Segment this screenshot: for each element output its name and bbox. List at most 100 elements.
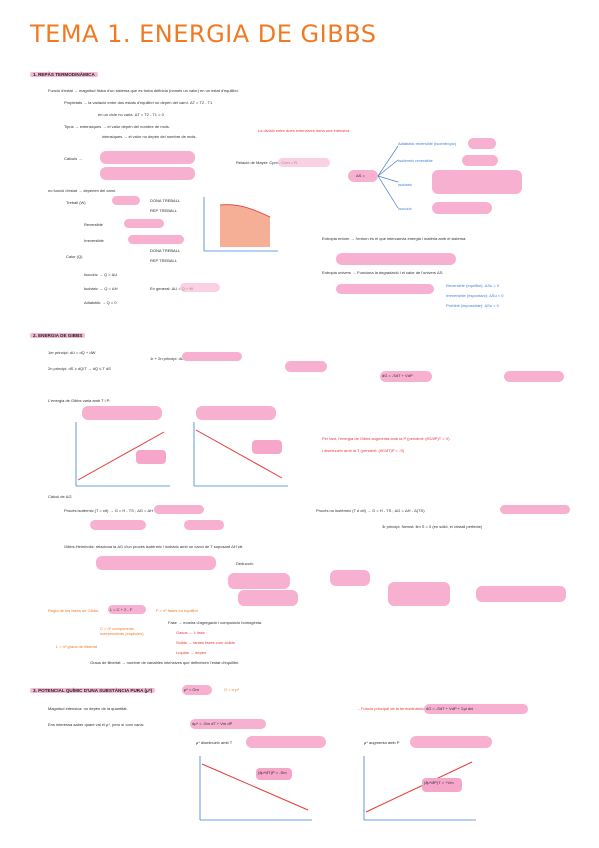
deduccio-step-2 <box>330 570 370 586</box>
isocoric-s-label: Isocòric <box>398 206 412 211</box>
tipus-text: Tipus → extensiques → el valor depèn del… <box>64 124 170 129</box>
funcio-principal: → Funció principal de la termodinàmica <box>356 706 427 711</box>
f-def: F = nº fases en equilibri <box>156 608 198 613</box>
pendent-p: (∂μ*/∂P)T = +Vm <box>424 780 454 785</box>
divisio-note: La divisió entre dues extensives dona un… <box>258 128 350 133</box>
proces-no-isoterm: Procés no isotèrmic (T ≠ ctt) → G = H - … <box>316 508 425 513</box>
entropia-entorn: Entropia entorn → l'entorn és el que int… <box>322 236 467 241</box>
mu-vs-t-graph <box>199 756 312 821</box>
relacio-mayer: Relació de Mayer: Cpm - Cvm = R <box>236 160 298 165</box>
proces-isoterm-highlight <box>154 505 204 514</box>
adiabatic-q: Adiabàtic → Q = 0 <box>84 300 117 305</box>
graus-llibertat: Graus de llibertat → nombre de variables… <box>90 660 240 665</box>
l-def: L = nº graus de llibertat <box>56 644 98 649</box>
lf-eq: L = C + 2 - F <box>110 607 133 612</box>
gasos: Gasos → 1 fase <box>176 630 205 635</box>
segon-principi: 2n principi: dS ≥ dQ/T → dQ ≤ T dS <box>48 366 111 371</box>
as-label: ΔS = <box>356 173 365 178</box>
combinant: 1r + 2n principi: dU ≤ TdS - pdV <box>150 356 207 361</box>
g-vs-t-formula <box>196 406 276 420</box>
as-branches <box>377 145 399 209</box>
cicle-text: en un cicle no varia. ΔT = T2 - T1 = 0 <box>98 112 164 117</box>
g-vs-t-graph <box>193 422 288 487</box>
reversible-highlight <box>124 219 164 228</box>
mu-vs-p-graph <box>363 756 476 821</box>
isobaric-s-label: Isobàric <box>398 182 413 187</box>
rep-calor: REP TREBALL <box>150 258 177 263</box>
section-2-heading: 2. ENERGIA DE GIBBS <box>30 333 86 338</box>
mu-def-highlight <box>182 685 212 695</box>
dg-isoterm-highlight <box>504 371 564 382</box>
irreversible-esp: Irreversible (espontani): ΔSu > 0 <box>446 293 504 298</box>
h-definition <box>285 361 327 372</box>
mu-p-slope-box <box>422 778 462 792</box>
dona-treball: DONA TREBALL <box>150 198 181 203</box>
deduccio-result <box>476 586 566 602</box>
dg-eq: dG = -SdT + VdP <box>382 373 413 378</box>
deduccio-step-1 <box>228 573 290 589</box>
fase-def: Fase → mostra d'agregació i composició h… <box>168 620 263 625</box>
irreversible-label: Irreversible <box>84 238 104 243</box>
propietats-text: Propietats → la variació entre dos estat… <box>64 100 213 105</box>
no-funcio-text: no funció d'estat → depenen del camí. <box>48 188 117 193</box>
regla-fases: Regla de les fases de Gibbs: <box>48 608 100 613</box>
g-vs-p-graph <box>75 422 170 487</box>
mu-t-slope-box <box>256 768 292 780</box>
intensiques-text: intensiques → el valor no depèn del nomb… <box>102 134 197 139</box>
treball-highlight <box>112 196 140 205</box>
g-vs-t-slope <box>252 440 282 454</box>
magnitud-intensiva: Magnitud intensiva: no depèn de la quant… <box>48 706 128 711</box>
lf-highlight <box>108 605 146 614</box>
pv-diagram <box>203 197 278 252</box>
isobaric-q: Isobàric → Q = ΔH <box>84 286 118 291</box>
calculs-formula-1 <box>100 151 195 164</box>
section-1-heading: 1. REPÀS TERMODINÀMICA <box>30 72 98 77</box>
calcul-ag: Càlcul de ΔG <box>48 494 72 499</box>
gibbs-intro: L'energia de Gibbs varia amb T i P: <box>48 398 111 403</box>
g-vs-p-formula <box>82 406 162 420</box>
page-title: TEMA 1. ENERGIA DE GIBBS <box>30 20 377 48</box>
saber-mu: Ens interessa saber quant val el μ*, per… <box>48 722 144 727</box>
g-vs-p-slope <box>136 450 166 464</box>
mayer-highlight <box>278 158 330 167</box>
entorn-formula <box>336 253 456 265</box>
liquids: Líquids → depèn <box>176 650 207 655</box>
combinant-highlight <box>182 352 242 361</box>
isobaric-s-formula <box>432 170 522 194</box>
rep-treball: REP TREBALL <box>150 208 177 213</box>
mu-disminueix: μ* disminueix amb T <box>196 740 233 745</box>
deduccio-step-4 <box>388 582 450 606</box>
treball-label: Treball (W) <box>66 200 86 205</box>
per-tant: Per tant, l'energia de Gibbs augmenta am… <box>322 436 450 441</box>
irreversible-highlight <box>128 235 184 244</box>
proces-no-isoterm-highlight <box>500 505 570 514</box>
calculs-label: Càlculs → <box>64 156 83 161</box>
pv-work-area <box>220 204 270 247</box>
mu-p-formula <box>410 736 492 748</box>
adiabatic-rev-formula <box>468 138 496 149</box>
en-general: En general: ΔU = Q + W <box>150 286 194 291</box>
solids: Sòlids → tantes fases com sòlids <box>176 640 235 645</box>
primer-principi: 1er principi: dU = dQ + dW <box>48 350 96 355</box>
dg-integral-result <box>184 520 224 530</box>
reversible-label: Reversible <box>84 222 103 227</box>
dmu-highlight <box>190 719 266 729</box>
isocoric-q: Isocòric → Q = ΔU <box>84 272 118 277</box>
univers-formula <box>336 284 434 294</box>
prohibit: Prohibit (impossible): ΔSu < 0 <box>446 303 499 308</box>
isoterm-rev-formula <box>462 155 498 166</box>
as-bubble <box>348 170 378 182</box>
dona-calor: DONA TREBALL <box>150 248 181 253</box>
dg-total-highlight <box>424 704 528 714</box>
reversible-eq: Reversible (equilibri): ΔSu = 0 <box>446 283 500 288</box>
pendent-t: (∂μ*/∂T)P = -Sm <box>258 770 287 775</box>
isoterm-rev-label: Isotèrmic reversible <box>398 158 433 163</box>
tercer-principi: 3r principi: Nernst: lim S = 0 (en sòlid… <box>382 524 483 529</box>
mu-def: μ* = Gm <box>184 687 199 692</box>
calor-label: Calor (Q) <box>66 254 83 259</box>
dmu-eq: dμ* = -Sm dT + Vm dP <box>192 721 233 726</box>
disminueix: i disminueix amb la T (pendent: (∂G/∂T)P… <box>322 448 405 453</box>
deduccio: Deducció: <box>236 561 254 566</box>
en-general-highlight <box>180 283 220 292</box>
entropia-univers: Entropia univers → Funciona la degradaci… <box>322 270 444 275</box>
